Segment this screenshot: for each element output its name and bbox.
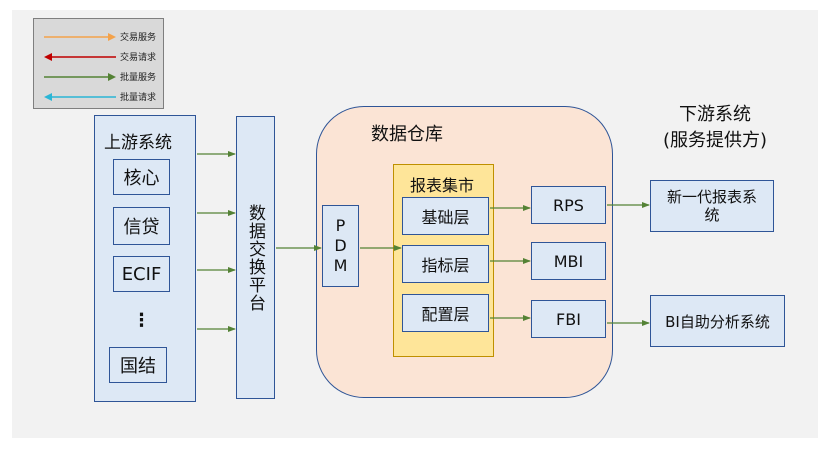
legend-item-batch-service: 批量服务 [34, 68, 165, 86]
legend-label: 批量服务 [120, 73, 157, 83]
upstream-item-core: 核心 [113, 159, 170, 195]
output-mbi: MBI [531, 242, 606, 280]
pdm-letter: P [335, 216, 346, 235]
mart-layer-metrics: 指标层 [402, 245, 489, 283]
downstream-title: 下游系统 (服务提供方) [650, 102, 780, 154]
upstream-title: 上游系统 [104, 133, 172, 153]
downstream-title-line1: 下游系统 [679, 104, 751, 125]
downstream-system-bi: BI自助分析系统 [650, 295, 785, 347]
downstream-system-new-report: 新一代报表系统 [650, 180, 774, 232]
upstream-item-credit: 信贷 [113, 207, 170, 245]
legend: 交易服务 交易请求 批量服务 批量请求 [33, 18, 164, 109]
mart-layer-base: 基础层 [402, 197, 489, 235]
legend-item-trade-service: 交易服务 [34, 28, 165, 46]
downstream-title-line2: (服务提供方) [662, 130, 768, 151]
data-exchange-platform-label: 数据交换平台 [245, 203, 265, 312]
output-fbi: FBI [531, 300, 606, 338]
upstream-item-intl-settlement: 国结 [109, 347, 167, 383]
pdm-letter: M [333, 256, 348, 275]
mart-layer-config: 配置层 [402, 294, 489, 332]
legend-label: 批量请求 [120, 93, 157, 103]
output-rps: RPS [531, 186, 606, 224]
legend-label: 交易请求 [120, 53, 157, 63]
report-mart-title: 报表集市 [410, 176, 475, 195]
data-warehouse-title: 数据仓库 [371, 124, 443, 145]
pdm-letter: D [334, 236, 347, 255]
legend-item-batch-request: 批量请求 [34, 88, 165, 106]
data-exchange-platform: 数据交换平台 [236, 116, 275, 399]
pdm-box: P D M [322, 205, 359, 287]
upstream-item-ecif: ECIF [113, 256, 170, 292]
upstream-item-ellipsis: ⋮ [132, 309, 151, 331]
legend-item-trade-request: 交易请求 [34, 48, 165, 66]
legend-label: 交易服务 [120, 33, 157, 43]
